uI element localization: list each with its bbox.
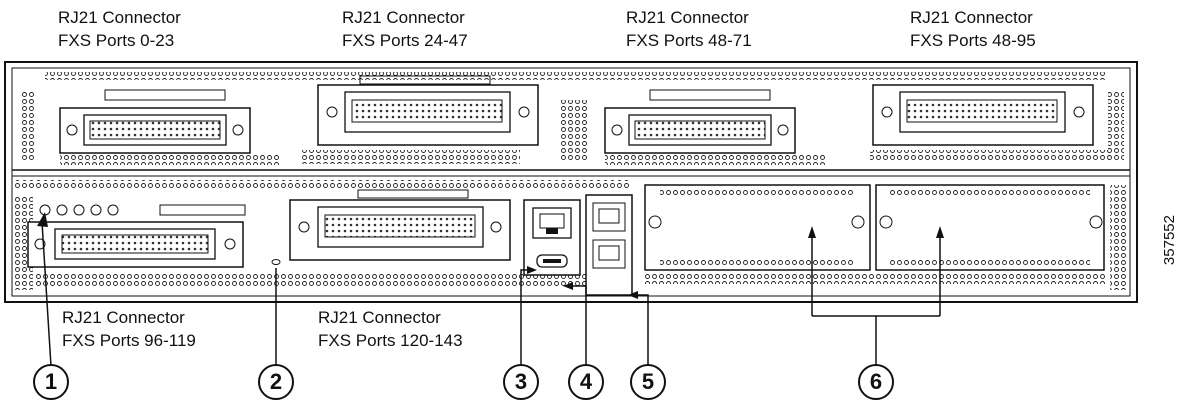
callout-3: 3 xyxy=(503,364,539,400)
leader-lines xyxy=(37,212,944,367)
callout-5: 5 xyxy=(630,364,666,400)
nim-slot-right xyxy=(875,184,1105,271)
callout-2: 2 xyxy=(258,364,294,400)
rj21-connector-120-143 xyxy=(289,189,511,261)
usb-port xyxy=(536,254,568,268)
led-indicators xyxy=(39,204,119,216)
rj21-connector-24-47 xyxy=(317,75,539,146)
rj21-connector-96-119 xyxy=(27,204,246,268)
label-rj21-ports-48-95: RJ21 Connector FXS Ports 48-95 xyxy=(910,8,1036,50)
label-rj21-ports-120-143: RJ21 Connector FXS Ports 120-143 xyxy=(318,308,463,350)
callout-6: 6 xyxy=(858,364,894,400)
callout-4: 4 xyxy=(568,364,604,400)
rj21-connector-0-23 xyxy=(59,89,251,154)
label-rj21-ports-48-71: RJ21 Connector FXS Ports 48-71 xyxy=(626,8,752,50)
rj21-connector-48-95 xyxy=(872,84,1094,146)
status-led xyxy=(271,259,281,265)
callout-1: 1 xyxy=(33,364,69,400)
dual-rj45-ports xyxy=(585,194,633,296)
label-rj21-ports-96-119: RJ21 Connector FXS Ports 96-119 xyxy=(62,308,196,350)
label-rj21-ports-24-47: RJ21 Connector FXS Ports 24-47 xyxy=(342,8,468,50)
nim-slot-left xyxy=(644,184,871,271)
rj21-connector-48-71 xyxy=(604,89,796,154)
figure-id: 357552 xyxy=(1161,215,1178,266)
ethernet-port xyxy=(523,199,581,276)
label-rj21-ports-0-23: RJ21 Connector FXS Ports 0-23 xyxy=(58,8,181,50)
